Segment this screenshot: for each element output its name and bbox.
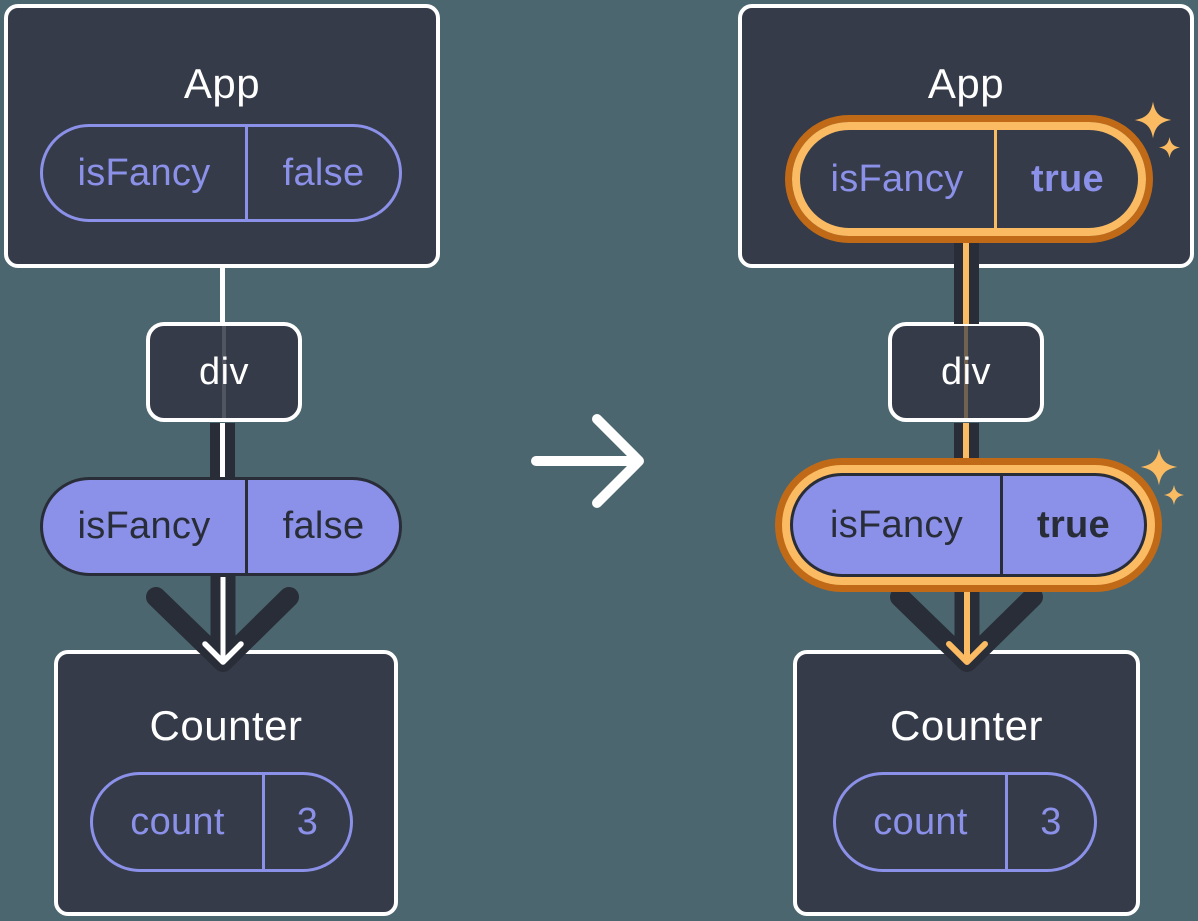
pill-divider	[1000, 476, 1003, 574]
app-title: App	[183, 60, 261, 107]
app-state-pill-after-highlighted: isFancy true	[792, 122, 1146, 236]
connector-ghost-line	[964, 326, 968, 418]
down-arrow-highlight-icon	[890, 587, 1043, 672]
div-label: div	[940, 350, 992, 393]
connector-app-to-div-highlight	[963, 240, 969, 324]
sparkle-icon	[1134, 101, 1172, 139]
connector-div-to-prop	[220, 423, 225, 479]
prop-name: isFancy	[829, 503, 964, 546]
prop-name: isFancy	[77, 505, 211, 547]
right-arrow-icon	[531, 414, 644, 508]
state-name: isFancy	[77, 151, 211, 194]
counter-state-pill-before: count 3	[90, 772, 353, 872]
prop-pill-after-highlighted: isFancy true	[790, 473, 1147, 577]
prop-value: true	[1037, 503, 1110, 546]
counter-title: Counter	[890, 702, 1043, 749]
div-element-box-after: div	[888, 322, 1044, 422]
connector-div-to-prop-highlight	[963, 423, 969, 465]
pill-divider	[994, 130, 997, 228]
app-title: App	[927, 60, 1005, 107]
pill-divider	[1005, 775, 1008, 869]
counter-state-pill-after: count 3	[833, 772, 1097, 872]
div-element-box-before: div	[146, 322, 302, 422]
connector-ghost-line	[222, 326, 226, 418]
counter-title: Counter	[149, 702, 303, 749]
state-name: count	[130, 800, 225, 843]
state-value: 3	[1040, 800, 1062, 843]
sparkle-icon	[1163, 484, 1185, 506]
prop-pill-before: isFancy false	[40, 477, 402, 576]
pill-divider	[262, 775, 265, 869]
state-value: false	[282, 151, 365, 194]
sparkle-icon	[1140, 448, 1178, 486]
connector-app-to-div	[220, 266, 225, 326]
down-arrow-icon	[146, 574, 299, 672]
state-name: isFancy	[830, 157, 964, 200]
pill-divider	[245, 480, 248, 573]
sparkle-icon	[1158, 136, 1181, 159]
div-label: div	[198, 350, 250, 393]
state-value: true	[1031, 157, 1104, 200]
pill-divider	[245, 127, 248, 219]
state-name: count	[873, 800, 968, 843]
app-state-pill-before: isFancy false	[40, 124, 402, 222]
state-value: 3	[296, 800, 319, 843]
prop-value: false	[282, 505, 365, 547]
